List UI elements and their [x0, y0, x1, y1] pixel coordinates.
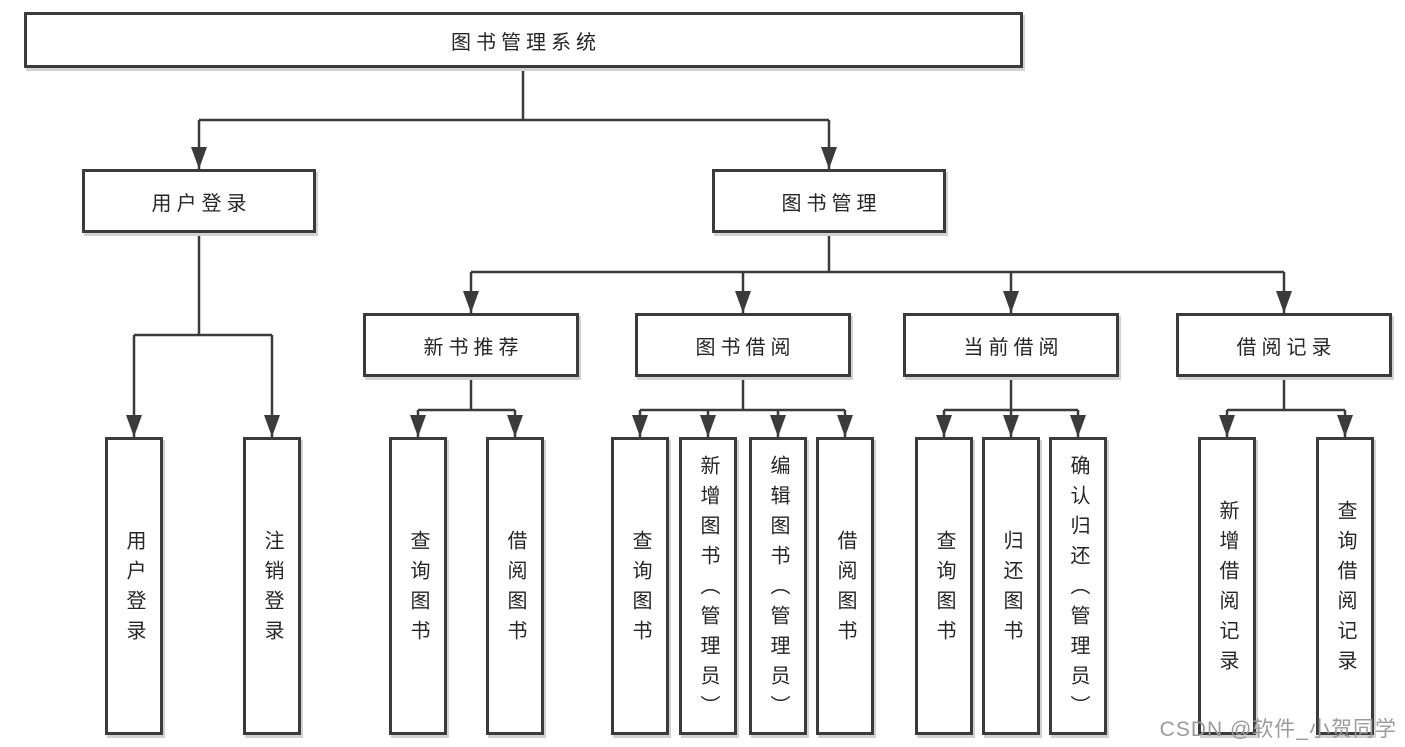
- connector-book-mgmt-to-level3: [463, 233, 1292, 313]
- node-label: 用户登录: [123, 530, 145, 650]
- connector-root-to-level2: [191, 68, 837, 169]
- connector-book-borrowing-to-children: [632, 377, 853, 437]
- connector-borrowing-records-to-children: [1219, 377, 1353, 437]
- node-new-book-recommendation: 新书推荐: [363, 313, 579, 377]
- node-label: 查询借阅记录: [1334, 500, 1356, 680]
- node-br-query-record: 查询借阅记录: [1316, 437, 1374, 735]
- node-label: 查询图书: [933, 530, 955, 650]
- node-book-management-branch: 图书管理: [712, 169, 946, 233]
- node-label: 注销登录: [261, 530, 283, 650]
- node-book-borrowing: 图书借阅: [635, 313, 851, 377]
- node-current-borrowing: 当前借阅: [903, 313, 1119, 377]
- node-bb-add-books-admin: 新增图书（管理员）: [679, 437, 737, 735]
- node-label: 借阅图书: [504, 530, 526, 650]
- node-label: 归还图书: [1000, 530, 1022, 650]
- node-rec-query-books: 查询图书: [389, 437, 447, 735]
- connector-user-login-to-children: [126, 233, 280, 437]
- node-label: 确认归还（管理员）: [1067, 455, 1089, 725]
- node-label: 编辑图书（管理员）: [767, 455, 789, 725]
- node-logout-leaf: 注销登录: [243, 437, 301, 735]
- node-library-management-system: 图书管理系统: [24, 12, 1023, 68]
- csdn-watermark: CSDN @软件_小贺同学: [1159, 718, 1397, 741]
- node-bb-query-books: 查询图书: [611, 437, 669, 735]
- node-cb-query-books: 查询图书: [915, 437, 973, 735]
- node-borrowing-records: 借阅记录: [1176, 313, 1392, 377]
- node-label: 查询图书: [407, 530, 429, 650]
- node-cb-confirm-return-admin: 确认归还（管理员）: [1049, 437, 1107, 735]
- node-br-add-record: 新增借阅记录: [1198, 437, 1256, 735]
- connector-new-book-rec-to-children: [410, 377, 523, 437]
- node-rec-borrow-books: 借阅图书: [486, 437, 544, 735]
- node-user-login-leaf: 用户登录: [105, 437, 163, 735]
- node-bb-borrow-books: 借阅图书: [816, 437, 874, 735]
- node-label: 查询图书: [629, 530, 651, 650]
- node-label: 新增图书（管理员）: [697, 455, 719, 725]
- node-label: 新增借阅记录: [1216, 500, 1238, 680]
- node-label: 借阅图书: [834, 530, 856, 650]
- connector-current-borrowing-to-children: [936, 377, 1086, 437]
- node-bb-edit-books-admin: 编辑图书（管理员）: [749, 437, 807, 735]
- node-cb-return-books: 归还图书: [982, 437, 1040, 735]
- node-user-login-branch: 用户登录: [82, 169, 316, 233]
